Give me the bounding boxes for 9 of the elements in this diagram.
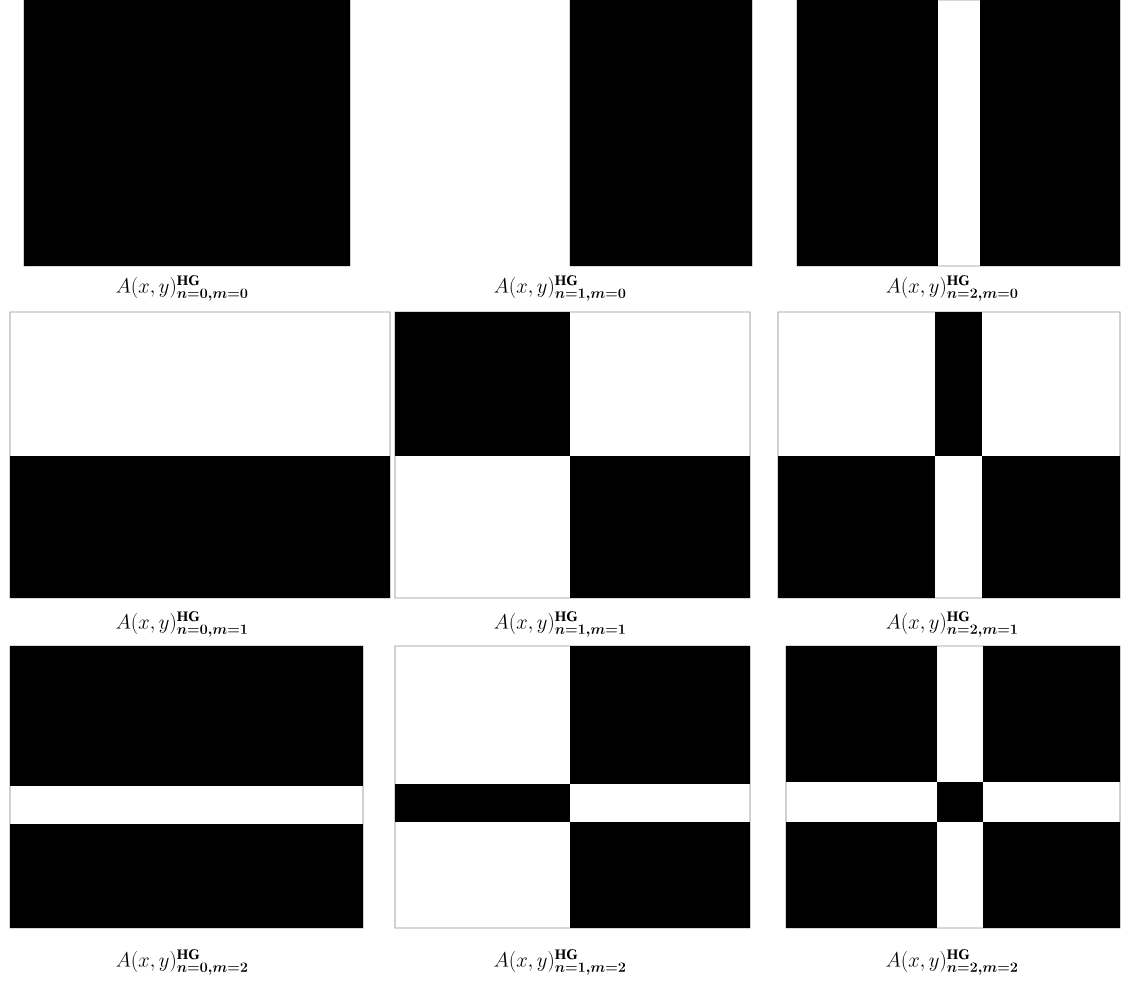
caption: $A(x,y)^{\mathbf{HG}}_{\boldsymbol{n=1,m=1}}$ — [494, 611, 625, 637]
caption: $A(x,y)^{\mathbf{HG}}_{\boldsymbol{n=0,m=1}}$ — [116, 611, 247, 637]
caption: $A(x,y)^{\mathbf{HG}}_{\boldsymbol{n=2,m=0}}$ — [886, 275, 1018, 301]
caption: $A(x,y)^{\mathbf{HG}}_{\boldsymbol{n=2,m=1}}$ — [886, 611, 1017, 637]
caption: $A(x,y)^{\mathbf{HG}}_{\boldsymbol{n=0,m=2}}$ — [116, 949, 248, 975]
caption: $A(x,y)^{\mathbf{HG}}_{\boldsymbol{n=0,m=0}}$ — [116, 275, 248, 301]
caption: $A(x,y)^{\mathbf{HG}}_{\boldsymbol{n=1,m=2}}$ — [494, 949, 626, 975]
caption: $A(x,y)^{\mathbf{HG}}_{\boldsymbol{n=2,m=2}}$ — [886, 949, 1018, 975]
caption: $A(x,y)^{\mathbf{HG}}_{\boldsymbol{n=1,m=0}}$ — [494, 275, 626, 301]
